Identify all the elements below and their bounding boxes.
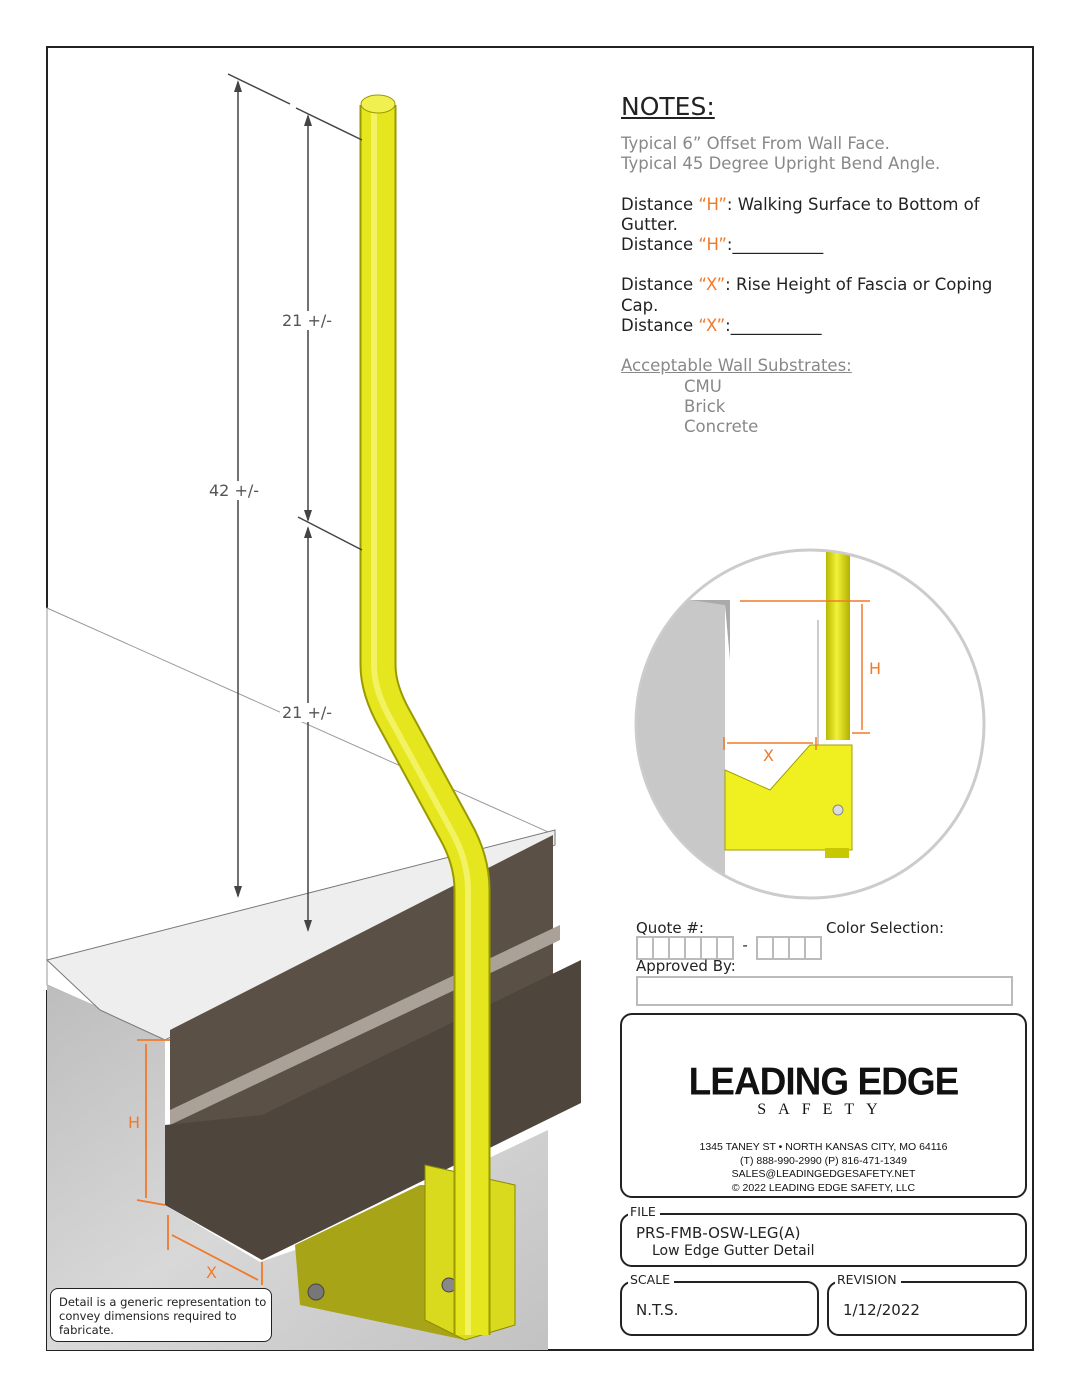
dimension-x-label: X [206,1263,217,1282]
note-offset: Typical 6” Offset From Wall Face. [621,134,890,153]
note-distance-h: Distance “H”: Walking Surface to Bottom … [621,194,980,234]
file-description: Low Edge Gutter Detail [652,1243,815,1259]
notes-title: NOTES: [621,92,715,121]
quote-label: Quote #: [636,919,704,937]
revision-value: 1/12/2022 [843,1301,920,1319]
logo-wordmark: LEADING EDGE [688,1059,960,1103]
file-legend: FILE [628,1205,660,1219]
scale-legend: SCALE [628,1273,675,1287]
color-selection-label: Color Selection: [826,919,945,937]
substrate-item: CMU [684,376,722,396]
substrate-item: Brick [684,396,726,416]
distance-h-field[interactable]: Distance “H”:___________ [621,235,824,255]
scale-value: N.T.S. [636,1301,679,1319]
detail-x-label: X [763,746,774,765]
distance-x-field[interactable]: Distance “X”:___________ [621,316,822,336]
company-info-box: LEADING EDGE SAFETY 1345 TANEY ST • NORT… [620,1013,1027,1198]
substrate-item: Concrete [684,417,759,437]
dimension-upper-height: 21 +/- [280,311,335,330]
company-phone: (T) 888-990-2990 (P) 816-471-1349 [740,1154,907,1167]
note-distance-x: Distance “X”: Rise Height of Fascia or C… [621,275,993,315]
pole-cap [360,94,396,114]
dimension-total-height: 42 +/- [207,481,262,500]
approved-by-label: Approved By: [636,957,736,975]
quote-number-field[interactable]: - [636,936,823,960]
disclaimer-note: Detail is a generic representation to co… [50,1288,272,1342]
logo-tagline: SAFETY [757,1101,890,1118]
detail-h-label: H [869,659,882,678]
approved-by-input[interactable] [636,976,1013,1006]
substrates-title: Acceptable Wall Substrates: [621,356,852,376]
dimension-h-label: H [128,1113,141,1132]
revision-box: REVISION 1/12/2022 [827,1273,1027,1336]
file-code: PRS-FMB-OSW-LEG(A) [636,1224,801,1242]
bolt-icon [307,1283,325,1301]
company-address: 1345 TANEY ST • NORTH KANSAS CITY, MO 64… [699,1141,948,1153]
company-email[interactable]: SALES@LEADINGEDGESAFETY.NET [731,1168,916,1180]
notes-section: NOTES: Typical 6” Offset From Wall Face.… [621,92,1031,438]
company-copyright: © 2022 LEADING EDGE SAFETY, LLC [731,1181,916,1194]
revision-legend: REVISION [835,1273,901,1287]
scale-box: SCALE N.T.S. [620,1273,819,1336]
note-bend-angle: Typical 45 Degree Upright Bend Angle. [621,154,941,174]
dimension-lower-height: 21 +/- [280,703,335,722]
file-box: FILE PRS-FMB-OSW-LEG(A) Low Edge Gutter … [620,1205,1027,1267]
